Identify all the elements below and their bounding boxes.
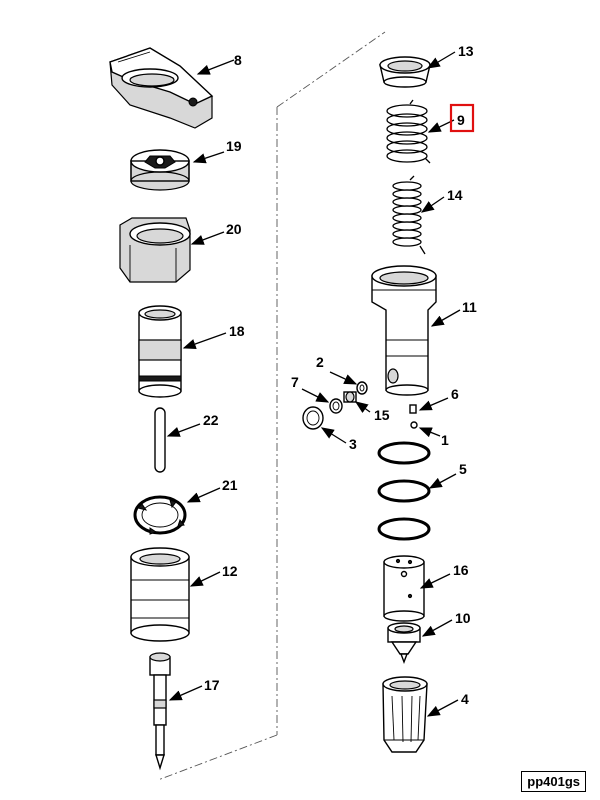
callout-20: 20 — [226, 221, 242, 237]
callout-11: 11 — [462, 299, 477, 315]
part-13-spring-seat — [379, 56, 431, 88]
callout-1: 1 — [441, 432, 449, 448]
part-11-barrel — [371, 265, 437, 396]
part-17-plunger — [149, 652, 171, 771]
callout-12: 12 — [222, 563, 238, 579]
callout-5: 5 — [459, 461, 467, 477]
part-1-ball — [410, 421, 418, 429]
drawing-code-label: pp401gs — [521, 771, 586, 792]
callout-18: 18 — [229, 323, 245, 339]
callout-7: 7 — [291, 374, 299, 390]
callout-10: 10 — [455, 610, 471, 626]
callout-14: 14 — [447, 187, 463, 203]
part-21-split-ring — [133, 495, 187, 535]
callout-16: 16 — [453, 562, 469, 578]
part-4-nozzle-cap — [382, 676, 428, 753]
part-3-oring — [302, 406, 324, 430]
callout-22: 22 — [203, 412, 219, 428]
part-5-orings — [377, 441, 431, 541]
part-19-nut — [130, 149, 190, 191]
part-7-seal — [329, 398, 343, 414]
callout-21: 21 — [222, 477, 238, 493]
callout-13: 13 — [458, 43, 474, 59]
callout-3: 3 — [349, 436, 357, 452]
callout-8: 8 — [234, 52, 242, 68]
part-20-hex-nut — [119, 217, 191, 283]
part-9-spring — [386, 99, 431, 164]
part-15-fitting — [343, 391, 357, 403]
callout-19: 19 — [226, 138, 242, 154]
assembly-boundary — [157, 31, 386, 781]
part-22-pin — [154, 407, 166, 473]
part-8-clamp — [109, 47, 214, 129]
part-12-body — [130, 547, 190, 642]
callout-9-highlight-box — [449, 103, 475, 133]
part-16-cylinder — [383, 555, 425, 622]
callout-17: 17 — [204, 677, 220, 693]
callout-4: 4 — [461, 691, 469, 707]
callout-6: 6 — [451, 386, 459, 402]
callout-2: 2 — [316, 354, 324, 370]
part-18-sleeve — [138, 305, 182, 398]
part-14-spring — [392, 175, 426, 255]
part-6-pin — [409, 404, 417, 414]
part-10-valve — [387, 622, 421, 664]
callout-15: 15 — [374, 407, 390, 423]
callout-9: 9 — [457, 112, 465, 128]
part-2-washer — [356, 381, 368, 395]
